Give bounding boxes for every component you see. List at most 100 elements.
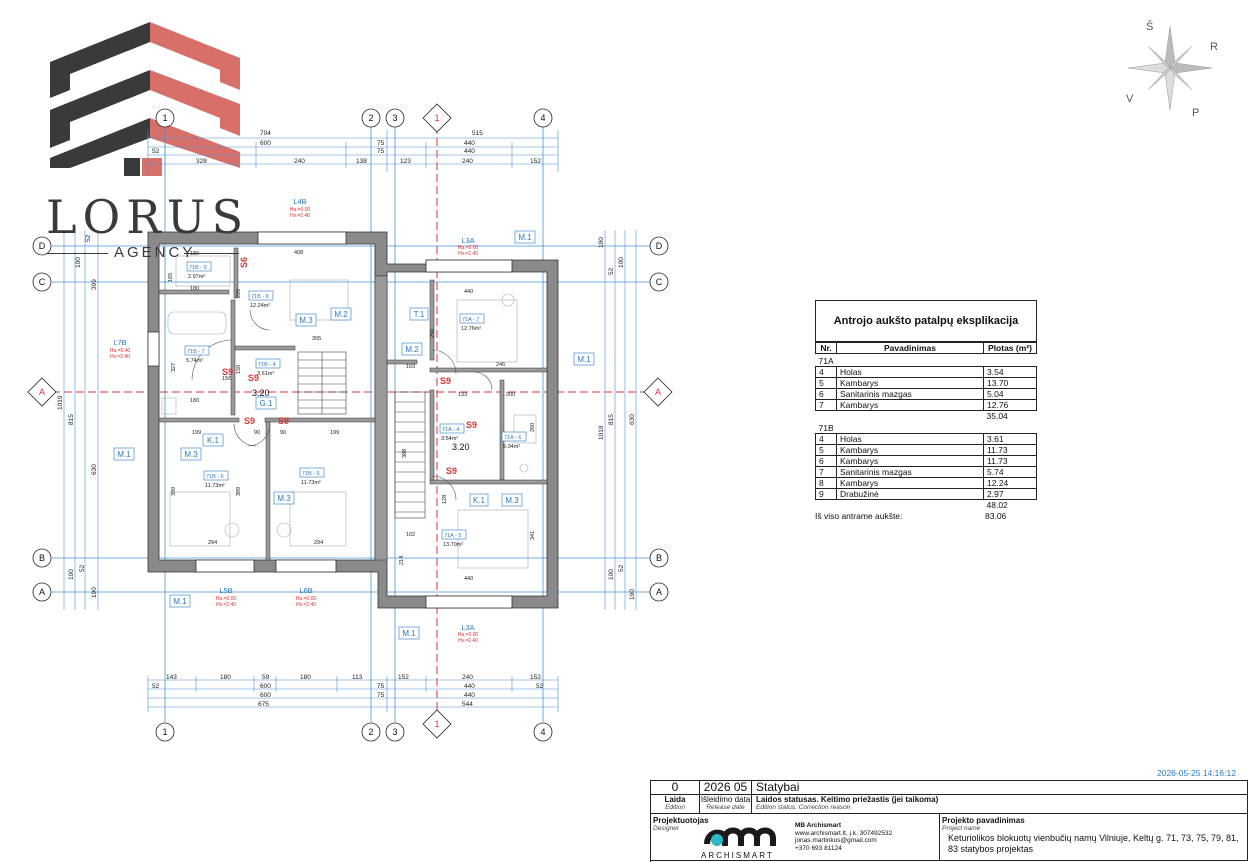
grid-label-a: A (656, 587, 662, 597)
dim-text: 100 (618, 257, 625, 268)
dim-text: 440 (464, 140, 475, 147)
door-tag-s9: S9 (222, 367, 233, 377)
edition-value: 0 (650, 780, 700, 795)
group-name: 71B (818, 423, 834, 433)
logo-rule (184, 253, 239, 254)
dim-text: 138 (356, 158, 367, 165)
cell-name: Kambarys (836, 477, 984, 489)
inner-dim: 200 (506, 392, 515, 398)
dim-text: 1019 (598, 425, 605, 440)
window-label: L4B (293, 197, 306, 206)
dim-text: 600 (260, 140, 271, 147)
project-name: Keturiolikos blokuotų vienbučių namų Vil… (948, 833, 1239, 854)
dim-text: 630 (91, 464, 98, 475)
tag-m2: M.2 (334, 310, 348, 319)
window-ha: Ha.=0.00 (458, 632, 479, 638)
inner-dim: 180 (190, 286, 199, 292)
grid-label-d: D (656, 241, 663, 251)
tag-k1: K.1 (207, 436, 220, 445)
designer-cell: Projektuotojas Designer ARCHISMART MB Ar… (650, 814, 940, 861)
cell-name: Sanitarinis mazgas (836, 388, 984, 400)
inner-dim: 220 (236, 289, 242, 298)
compass-n: Š (1146, 20, 1153, 33)
inner-dim: 214 (399, 556, 405, 565)
compass-s: P (1192, 107, 1199, 119)
dim-text: 240 (462, 674, 473, 681)
project-cell: Projekto pavadinimas Project name Keturi… (940, 814, 1248, 861)
cell-name: Kambarys (836, 399, 984, 411)
cell-area: 5.04 (983, 388, 1037, 400)
window-hv: Hv.=2.40 (296, 602, 316, 608)
edition-label-en: Edition (665, 804, 685, 811)
room-area: 2.97m² (188, 274, 205, 280)
tag-m3: M.3 (505, 496, 519, 505)
dim-text: 1019 (57, 395, 64, 410)
cell-nr: 5 (815, 377, 837, 389)
north-arrow-icon (1127, 25, 1213, 111)
window-label: L3A (461, 623, 474, 632)
dim-text: 190 (91, 587, 98, 598)
dim-text: 180 (300, 674, 311, 681)
cell-nr: 6 (815, 455, 837, 467)
tag-g1: G.1 (260, 399, 273, 408)
window-ha: Ha.=0.40 (110, 348, 131, 354)
grid-label-2: 2 (368, 113, 373, 123)
cell-area: 5.74 (983, 466, 1037, 478)
inner-dim: 128 (442, 495, 448, 504)
cell-area: 12.24 (983, 477, 1037, 489)
window-label: L7B (113, 338, 126, 347)
dim-text: 52 (152, 148, 160, 155)
logo-subtitle: AGENCY (114, 244, 196, 261)
room-area: 5.74m² (186, 358, 203, 364)
door-tag-s9: S9 (446, 466, 457, 476)
inner-dim: 388 (402, 449, 408, 458)
dim-text: 399 (91, 279, 98, 290)
window-openings (147, 231, 513, 609)
total-value: 83.06 (985, 511, 1007, 521)
compass-e: R (1210, 41, 1218, 53)
room-area: 12.24m² (250, 303, 270, 309)
cell-area: 3.54 (983, 366, 1037, 378)
cell-name: Holas (836, 433, 984, 445)
dim-text: 52 (618, 564, 625, 572)
grid-label-1: 1 (162, 727, 167, 737)
inner-dim: 133 (458, 392, 467, 398)
dim-text: 152 (530, 674, 541, 681)
room-area: 3.61m² (257, 371, 274, 377)
door-tag-s9: S9 (278, 416, 289, 426)
inner-dim: 180 (190, 398, 199, 404)
cell-area: 13.70 (983, 377, 1037, 389)
room-label-boxes (184, 261, 527, 540)
dim-text: 190 (629, 589, 636, 600)
window-label: L5B (219, 586, 232, 595)
window-label: L6B (299, 586, 312, 595)
room-id: 71A - 7 (462, 317, 479, 323)
status-value: Statybai (752, 780, 1248, 795)
header-area: Plotas (m²) (983, 342, 1037, 354)
door-tag-s6: S6 (239, 257, 249, 268)
inner-dim: 399 (236, 487, 242, 496)
dim-text: 630 (629, 414, 636, 425)
cell-name: Kambarys (836, 377, 984, 389)
grid-label-4: 4 (540, 727, 545, 737)
dim-text: 113 (352, 674, 363, 681)
inner-dim: 399 (171, 487, 177, 496)
dim-text: 52 (152, 683, 160, 690)
status-label: Laidos statusas. Keitimo priežastis (jei… (752, 795, 1248, 814)
room-area: 5.04m² (503, 444, 520, 450)
tag-m1: M.1 (402, 629, 416, 638)
company-info: MB Archismart www.archismart.lt, į.k. 30… (795, 822, 892, 852)
grid-label-2: 2 (368, 727, 373, 737)
cell-nr: 8 (815, 477, 837, 489)
room-id: 71B - 4 (258, 362, 276, 368)
dim-text: 52 (85, 234, 92, 242)
tag-m3: M.3 (184, 450, 198, 459)
dim-text: 123 (400, 158, 411, 165)
dim-text: 600 (260, 683, 271, 690)
